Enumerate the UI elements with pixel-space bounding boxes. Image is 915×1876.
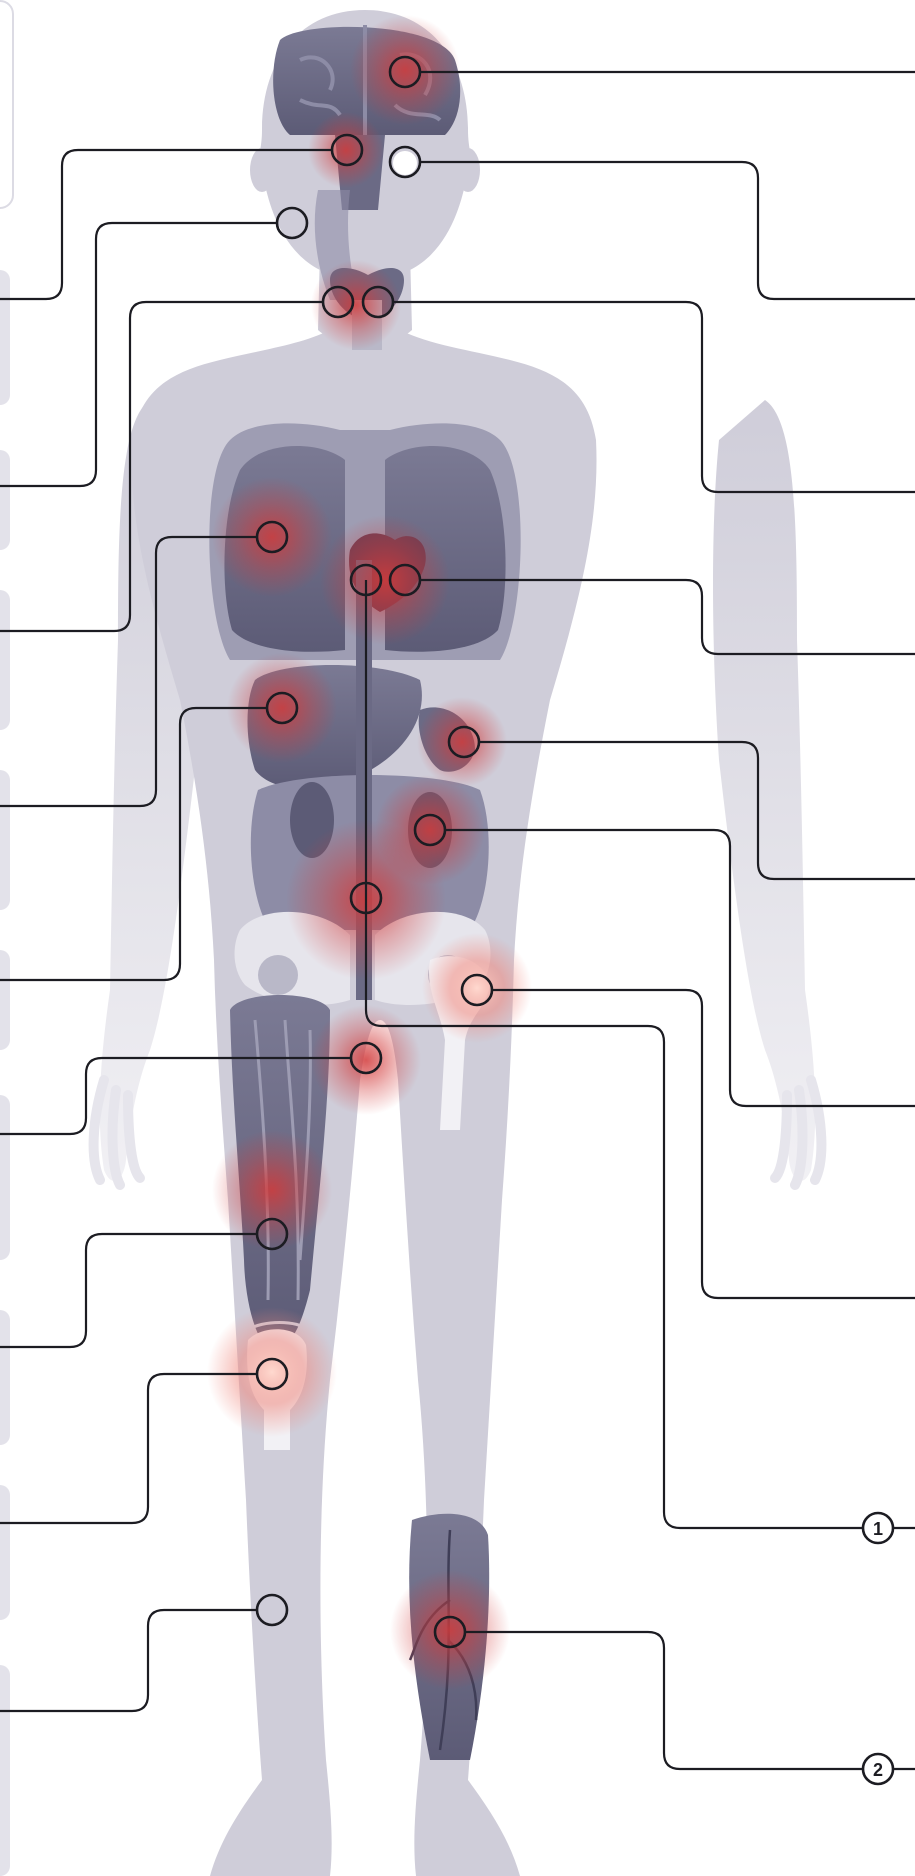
numbered-markers[interactable]: 1 2 [863,1513,893,1784]
marker-1-label: 1 [873,1519,883,1539]
marker-2-label: 2 [873,1760,883,1780]
